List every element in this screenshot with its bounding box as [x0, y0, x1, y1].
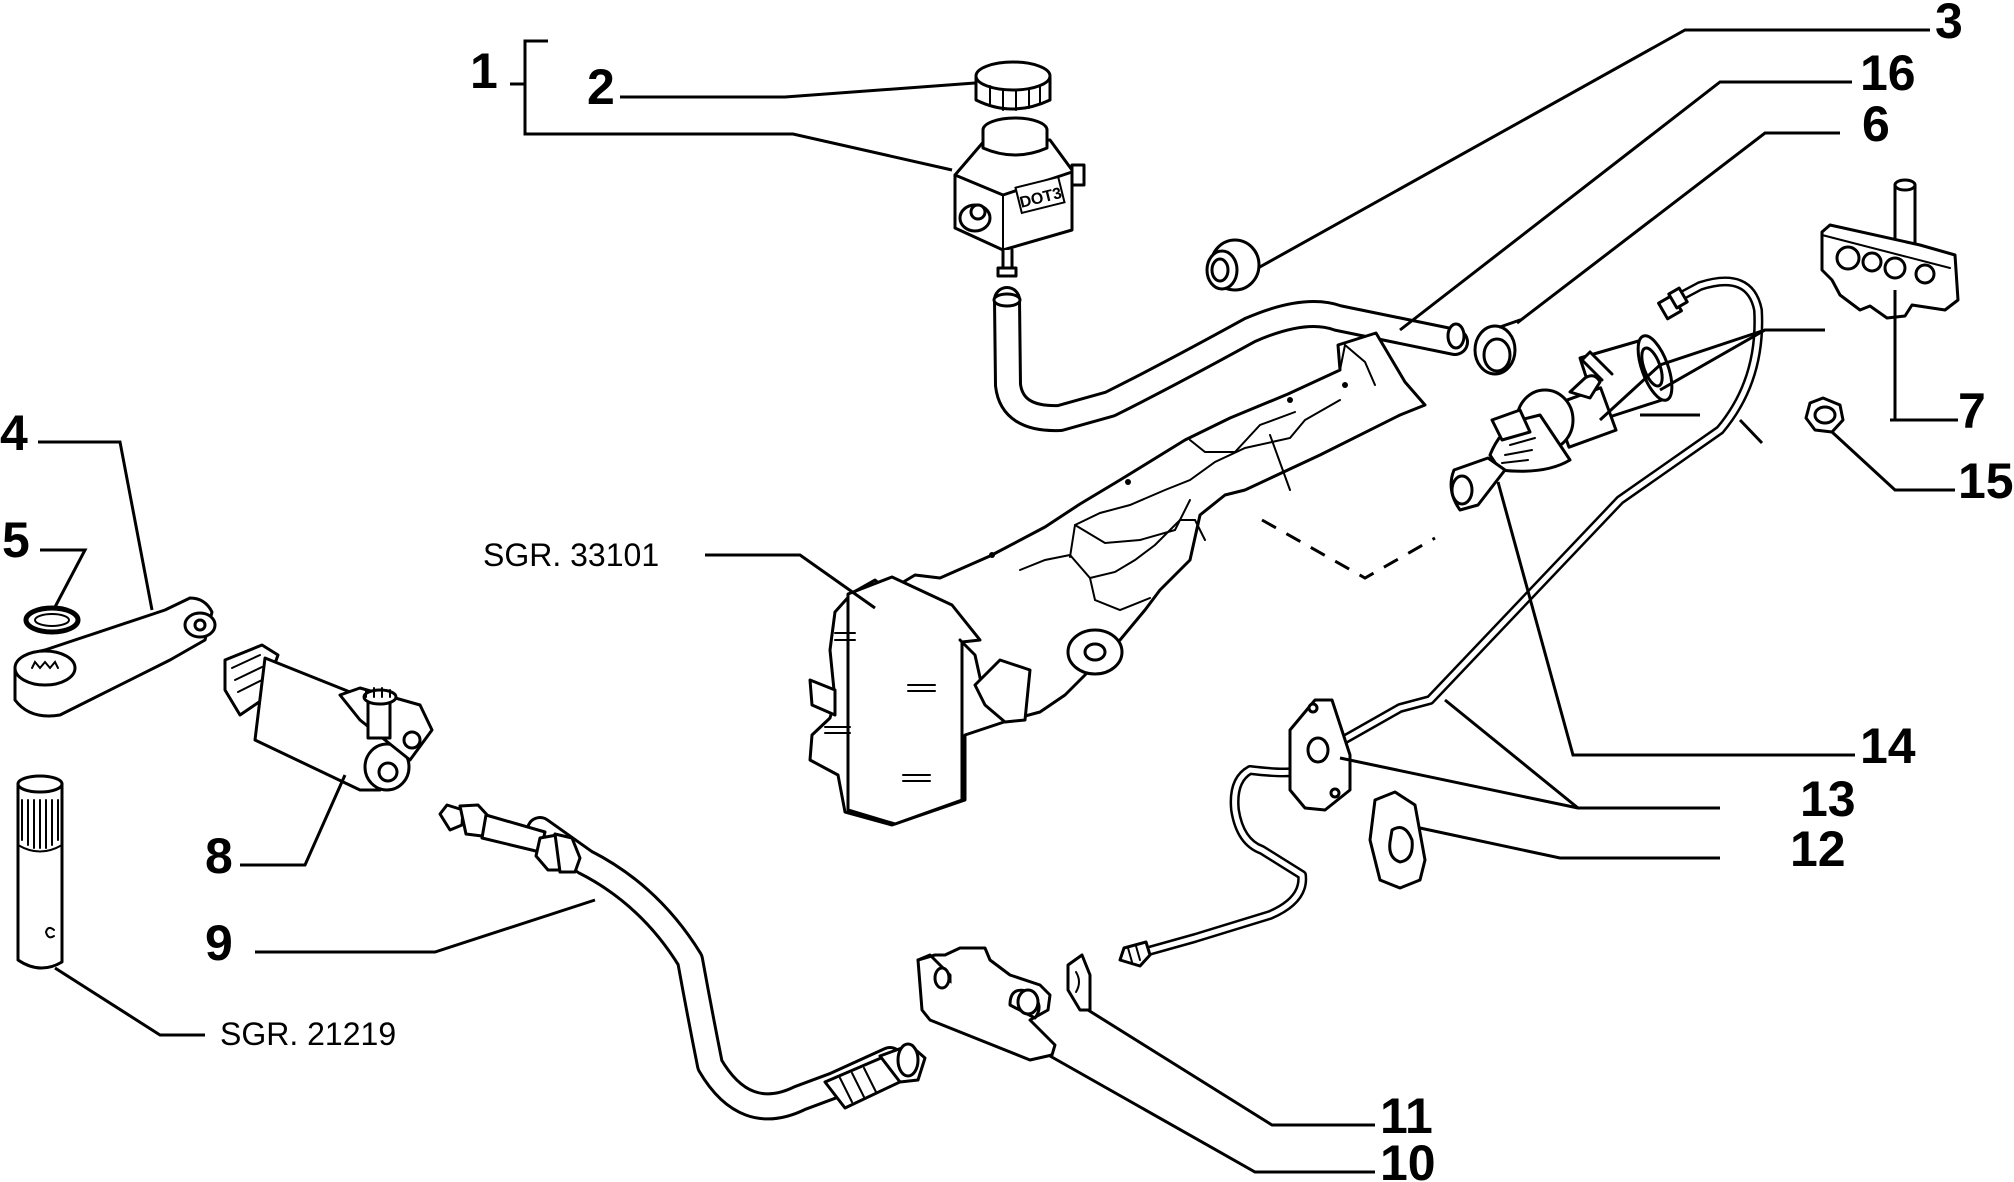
installation-dashed-line: [1261, 518, 1436, 580]
nut: [1804, 396, 1845, 434]
clutch-slave-cylinder: [223, 643, 434, 792]
callout-9: 9: [205, 915, 233, 971]
callout-11: 11: [1380, 1088, 1433, 1144]
hose-bracket: [916, 946, 1057, 1062]
callout-5: 5: [2, 512, 30, 568]
callout-13: 13: [1800, 771, 1856, 827]
ref-sgr-33101: SGR. 33101: [483, 537, 659, 573]
splined-shaft: [16, 774, 64, 970]
pedal-assembly-bracket: [808, 331, 1427, 827]
reservoir-hose: [992, 286, 1469, 433]
callout-7: 7: [1958, 383, 1986, 439]
grommet: [1205, 238, 1261, 292]
callout-2: 2: [587, 59, 615, 115]
bracket-clip: [1820, 178, 1960, 320]
callout-14: 14: [1860, 718, 1916, 774]
clutch-master-cylinder: [1449, 334, 1674, 512]
hose-clip: [1473, 318, 1522, 376]
callout-10: 10: [1380, 1135, 1436, 1182]
pipe-flange: [1288, 698, 1352, 812]
gasket: [1368, 790, 1427, 890]
flexible-hose: [438, 803, 927, 1121]
reference-labels: SGR. 33101 SGR. 21219: [220, 537, 659, 1052]
leader-lines: [38, 28, 1958, 1174]
circlip: [23, 605, 81, 635]
spring-clip: [1066, 953, 1092, 1012]
callout-1: 1: [470, 43, 498, 99]
ref-sgr-21219: SGR. 21219: [220, 1016, 396, 1052]
callout-4: 4: [0, 405, 28, 461]
callout-6: 6: [1862, 96, 1890, 152]
callout-8: 8: [205, 828, 233, 884]
release-lever: [13, 596, 217, 718]
fluid-reservoir: DOT3: [953, 116, 1086, 278]
callout-15: 15: [1958, 453, 2014, 509]
reservoir-cap: [974, 60, 1052, 111]
callout-12: 12: [1790, 821, 1846, 877]
callout-16: 16: [1860, 45, 1916, 101]
callout-3: 3: [1935, 0, 1963, 49]
